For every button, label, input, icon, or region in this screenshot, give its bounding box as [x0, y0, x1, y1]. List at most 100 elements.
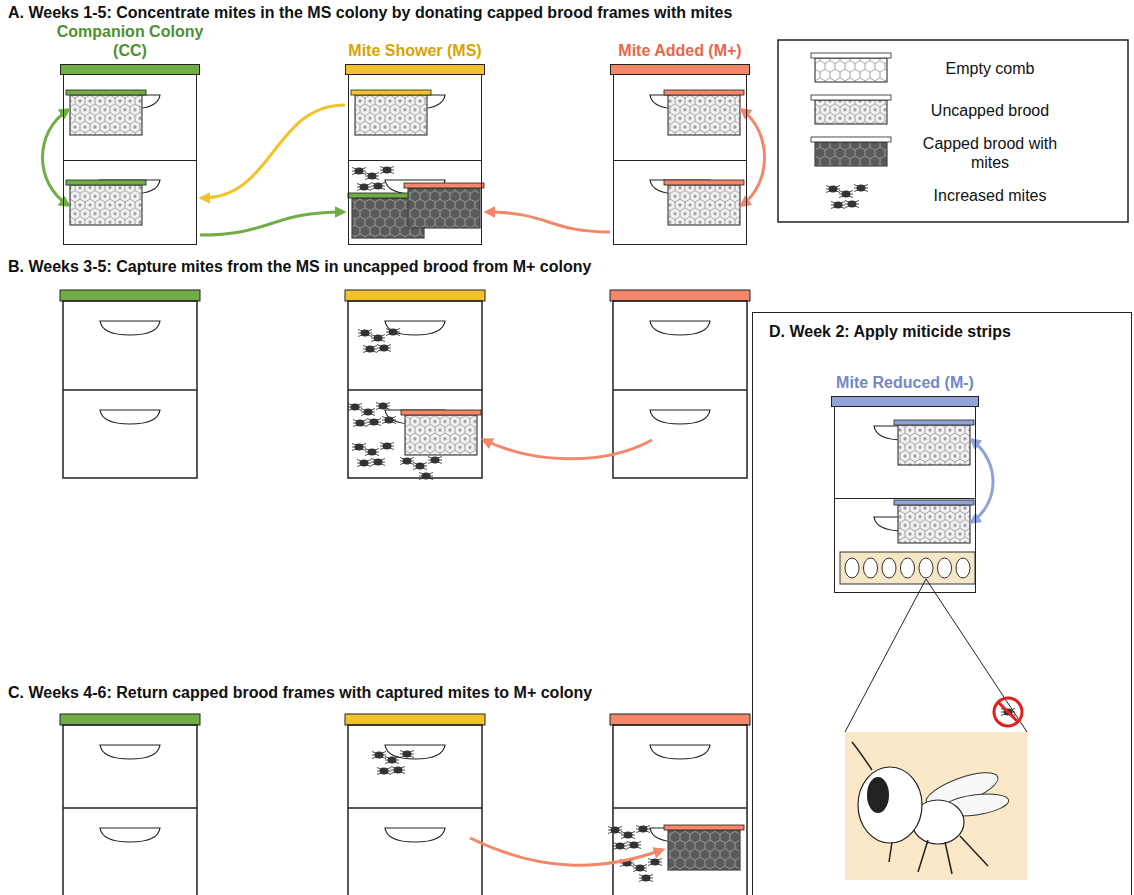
hive-divider: [63, 807, 197, 809]
mite: [834, 201, 843, 208]
mite: [403, 750, 412, 757]
mite-leg: [849, 196, 853, 198]
mite: [616, 842, 625, 849]
mite-leg: [855, 206, 859, 208]
hive-body: [348, 301, 482, 478]
hand-hold: [385, 828, 445, 842]
mite-leg: [400, 756, 404, 758]
legend-label: Uncapped brood: [915, 101, 1065, 120]
mite-leg: [353, 425, 357, 427]
mite-leg: [385, 762, 389, 764]
mite-leg: [367, 189, 371, 191]
frame-top-bar: [894, 500, 974, 505]
mite-leg: [627, 847, 631, 849]
mite-leg: [367, 184, 371, 186]
hive-divider: [348, 807, 482, 809]
zoom-line: [926, 579, 1027, 732]
mite-leg: [387, 773, 391, 775]
mite: [370, 418, 379, 425]
mite: [383, 166, 392, 173]
mite-leg: [371, 464, 375, 466]
mite-leg: [365, 454, 369, 456]
mite: [385, 416, 394, 423]
mite-leg: [637, 847, 641, 849]
hive-roof: [60, 714, 200, 725]
mite-leg: [371, 340, 375, 342]
comb-frame: [668, 95, 740, 135]
frame-transfer-arrow: [202, 105, 345, 198]
hive-divider: [63, 389, 197, 391]
mite-leg: [381, 464, 385, 466]
mite-leg: [630, 865, 634, 867]
mite-leg: [382, 422, 386, 424]
hive-divider: [348, 389, 482, 391]
mite-leg: [849, 191, 853, 193]
bee-leg: [918, 840, 928, 872]
hive-roof: [345, 64, 485, 75]
mite: [829, 185, 838, 192]
mite-leg: [367, 460, 371, 462]
mite-leg: [358, 404, 362, 406]
mite-reduced-hive: Mite Reduced (M-): [831, 374, 979, 593]
mite-leg: [839, 191, 843, 193]
mite-leg: [368, 330, 372, 332]
frame-top-bar: [811, 95, 891, 100]
mite-leg: [362, 168, 366, 170]
mite-leg: [357, 460, 361, 462]
panel-heading: D. Week 2: Apply miticide strips: [769, 323, 1131, 341]
mite-leg: [618, 832, 622, 834]
mite-leg: [380, 172, 384, 174]
hive-roof: [345, 290, 485, 301]
mite-leg: [396, 334, 400, 336]
hive-body: [613, 725, 747, 895]
mite-leg: [352, 173, 356, 175]
mite: [383, 442, 392, 449]
strip-hole: [938, 558, 952, 578]
bee-mouth: [889, 842, 892, 862]
comb-frame: [815, 58, 887, 82]
mite-leg: [646, 826, 650, 828]
legend-label: Empty comb: [915, 59, 1065, 78]
mite-leg: [648, 859, 652, 861]
hive-roof: [60, 290, 200, 301]
frame-top-bar: [811, 53, 891, 58]
mite-leg: [401, 772, 405, 774]
mite-leg: [387, 768, 391, 770]
frame-transfer-arrow: [200, 212, 343, 235]
mite-leg: [377, 419, 381, 421]
mite-leg: [410, 458, 414, 460]
mite-leg: [395, 762, 399, 764]
mite: [857, 184, 866, 191]
mite-leg: [371, 414, 375, 416]
mite-leg: [363, 346, 367, 348]
panel-title: C. Weeks 4-6: Return capped brood frames…: [8, 684, 592, 702]
mite-leg: [836, 186, 840, 188]
mite-leg: [363, 351, 367, 353]
mite-leg: [390, 172, 394, 174]
mite-leg: [401, 767, 405, 769]
mite-leg: [361, 414, 365, 416]
hive-divider: [349, 160, 481, 161]
colony-heading: Mite Shower (MS): [335, 42, 495, 60]
frame-top-bar: [66, 90, 146, 95]
mite: [431, 456, 440, 463]
hand-hold: [100, 410, 160, 424]
legend-label: Capped brood with mites: [915, 134, 1065, 172]
mite-leg: [621, 832, 625, 834]
bee-leg: [945, 842, 952, 874]
mite-leg: [371, 335, 375, 337]
mite-leg: [658, 864, 662, 866]
comb-frame: [405, 415, 477, 455]
mite-leg: [429, 478, 433, 480]
frame-top-bar: [404, 183, 484, 188]
comb-frame: [668, 830, 740, 870]
mite: [379, 402, 388, 409]
mite-leg: [428, 462, 432, 464]
mite-leg: [646, 831, 650, 833]
mite-leg: [382, 417, 386, 419]
mite-leg: [429, 473, 433, 475]
strip-hole: [901, 558, 915, 578]
mite-leg: [377, 350, 381, 352]
mite-leg: [381, 335, 385, 337]
